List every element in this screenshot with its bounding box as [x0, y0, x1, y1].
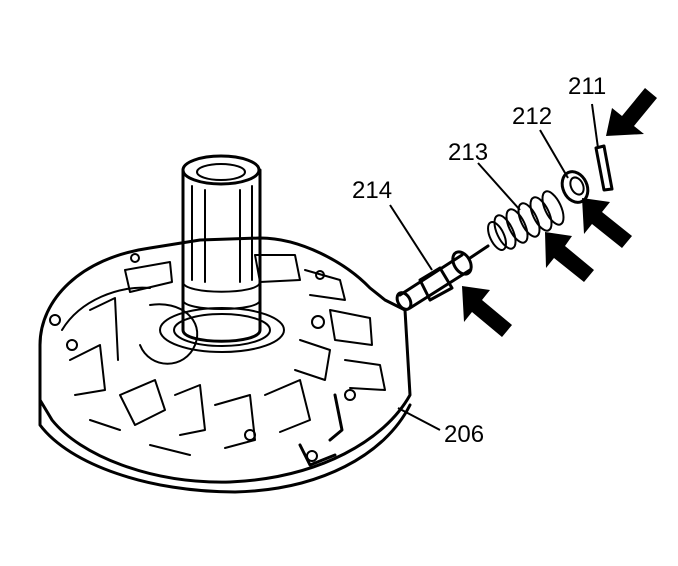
plug-212: [560, 170, 590, 204]
callout-214: 214: [352, 177, 392, 204]
callout-206: 206: [444, 421, 484, 448]
arrow-icon: [545, 232, 594, 282]
spring-213: [487, 190, 565, 251]
callout-213: 213: [448, 139, 488, 166]
callout-leaders: [389, 103, 599, 431]
callout-211: 211: [568, 73, 606, 100]
stator-shaft: [181, 154, 262, 343]
arrow-icon: [462, 286, 512, 337]
arrow-icon: [606, 88, 657, 136]
arrow-icon: [582, 198, 632, 248]
pump-housing: [38, 236, 412, 494]
direction-arrows: [462, 88, 657, 337]
valve-214: [395, 244, 490, 311]
pin-211: [594, 144, 614, 192]
callout-212: 212: [512, 103, 552, 130]
